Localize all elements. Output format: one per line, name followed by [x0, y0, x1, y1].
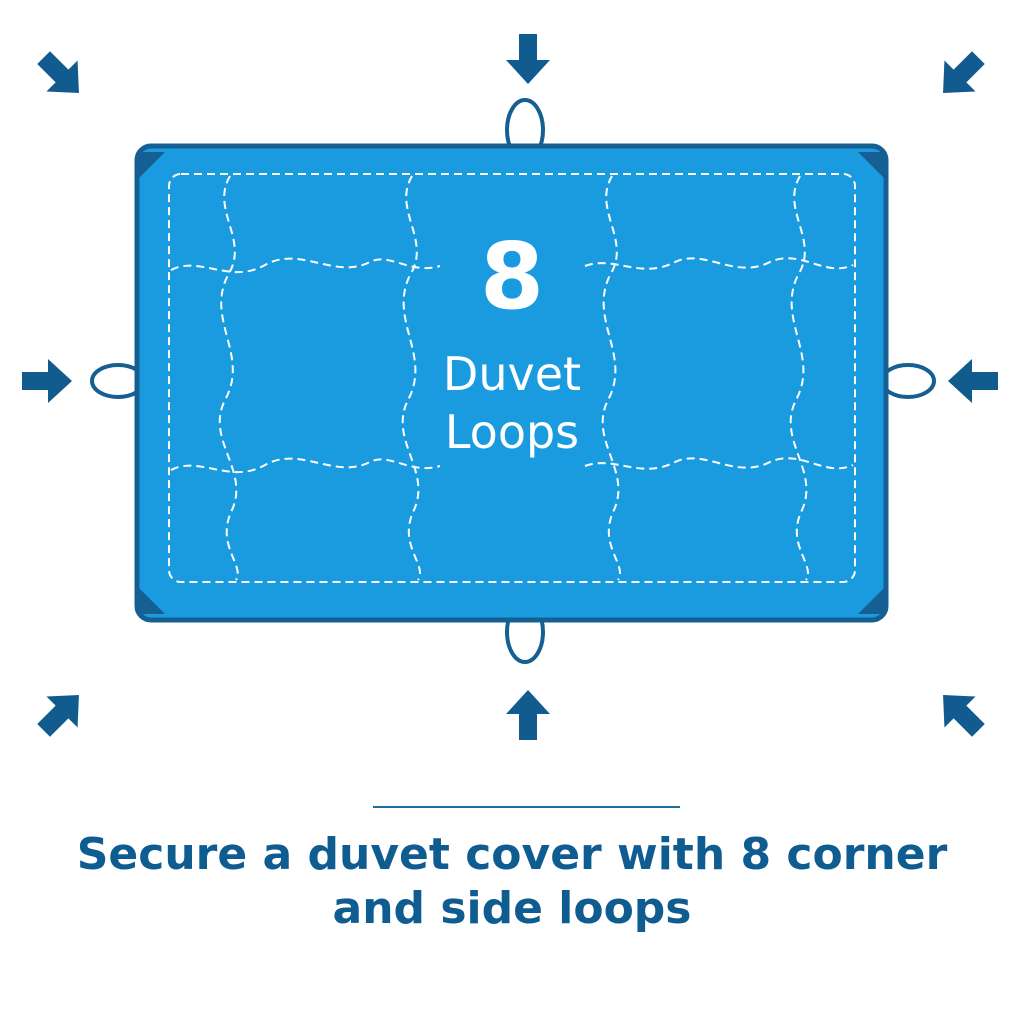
label-loops: Loops [444, 405, 580, 459]
corner-loop-bottom-left [139, 588, 165, 614]
label-duvet: Duvet [442, 347, 582, 401]
corner-loops [139, 152, 884, 614]
stitch-vertical-1 [218, 175, 239, 581]
loop-right [880, 363, 936, 399]
arrow-left-icon [948, 359, 998, 403]
caption-line-2: and side loops [332, 883, 692, 934]
arrow-up-right-icon [28, 679, 95, 746]
corner-loop-top-right [858, 152, 884, 178]
arrow-down-icon [506, 34, 550, 84]
arrow-down-left-icon [927, 42, 994, 109]
stitch-horizontal-4 [584, 457, 854, 470]
caption: Secure a duvet cover with 8 corner and s… [40, 828, 984, 936]
corner-loop-top-left [139, 152, 165, 178]
caption-line-1: Secure a duvet cover with 8 corner [76, 829, 948, 880]
stitch-border [168, 173, 856, 583]
arrow-right-icon [22, 359, 72, 403]
arrow-up-left-icon [927, 679, 994, 746]
duvet-loops-diagram [22, 34, 998, 746]
stitch-horizontal-2 [584, 257, 854, 270]
divider-line [373, 806, 680, 808]
stitch-horizontal-1 [170, 257, 441, 274]
stitch-vertical-2 [401, 175, 421, 581]
loop-count: 8 [479, 223, 544, 330]
arrow-up-icon [506, 690, 550, 740]
corner-loop-bottom-right [858, 588, 884, 614]
stitch-horizontal-3 [170, 457, 441, 474]
stitch-vertical-4 [789, 175, 809, 581]
arrow-down-right-icon [28, 42, 95, 109]
quilt-stitching [168, 173, 856, 583]
stitch-vertical-3 [601, 175, 621, 581]
